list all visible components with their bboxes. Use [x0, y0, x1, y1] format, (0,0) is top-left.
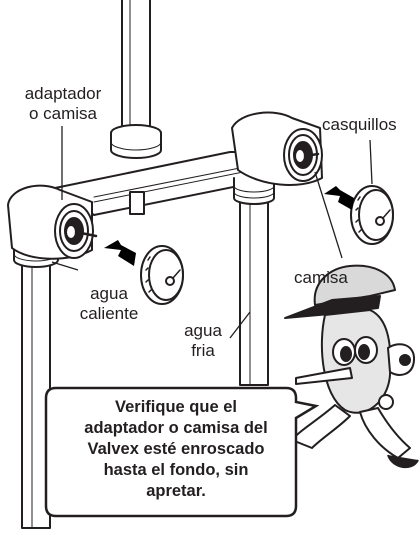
right-arrow	[324, 186, 354, 210]
label-adaptador-o-camisa: adaptador o camisa	[8, 84, 118, 124]
right-cap-casquillo	[350, 185, 394, 245]
cold-water-pipe	[233, 177, 275, 386]
callout-line-5: apretar.	[146, 482, 206, 500]
label-agua-fria-line2: fria	[191, 341, 215, 360]
callout-line-2: adaptador o camisa del	[84, 419, 268, 437]
left-cap-casquillo	[140, 245, 184, 305]
callout-message: Verifique que el adaptador o camisa del …	[62, 397, 290, 502]
label-agua-caliente-line2: caliente	[79, 304, 139, 323]
top-supply-pipe	[110, 0, 162, 159]
label-agua-fria: agua fria	[178, 321, 228, 361]
label-adaptador-line2: o camisa	[28, 104, 98, 123]
label-agua-caliente: agua caliente	[74, 284, 144, 324]
label-agua-caliente-line1: agua	[90, 284, 128, 303]
left-elbow-fitting	[7, 184, 98, 260]
left-arrow	[104, 240, 136, 266]
callout-bubble	[44, 386, 320, 518]
leader-lines	[51, 126, 373, 339]
insert-arrows	[104, 186, 354, 266]
callout-line-3: Valvex esté enroscado	[87, 440, 265, 458]
callout-line-1: Verifique que el	[115, 398, 237, 416]
label-adaptador-line1: adaptador	[24, 84, 102, 103]
right-elbow-fitting	[231, 111, 323, 186]
valvex-mascot	[284, 264, 419, 469]
label-casquillos: casquillos	[322, 115, 397, 134]
callout-line-4: hasta el fondo, sin	[103, 461, 249, 479]
label-agua-fria-line1: agua	[184, 321, 222, 340]
label-camisa: camisa	[294, 268, 348, 287]
